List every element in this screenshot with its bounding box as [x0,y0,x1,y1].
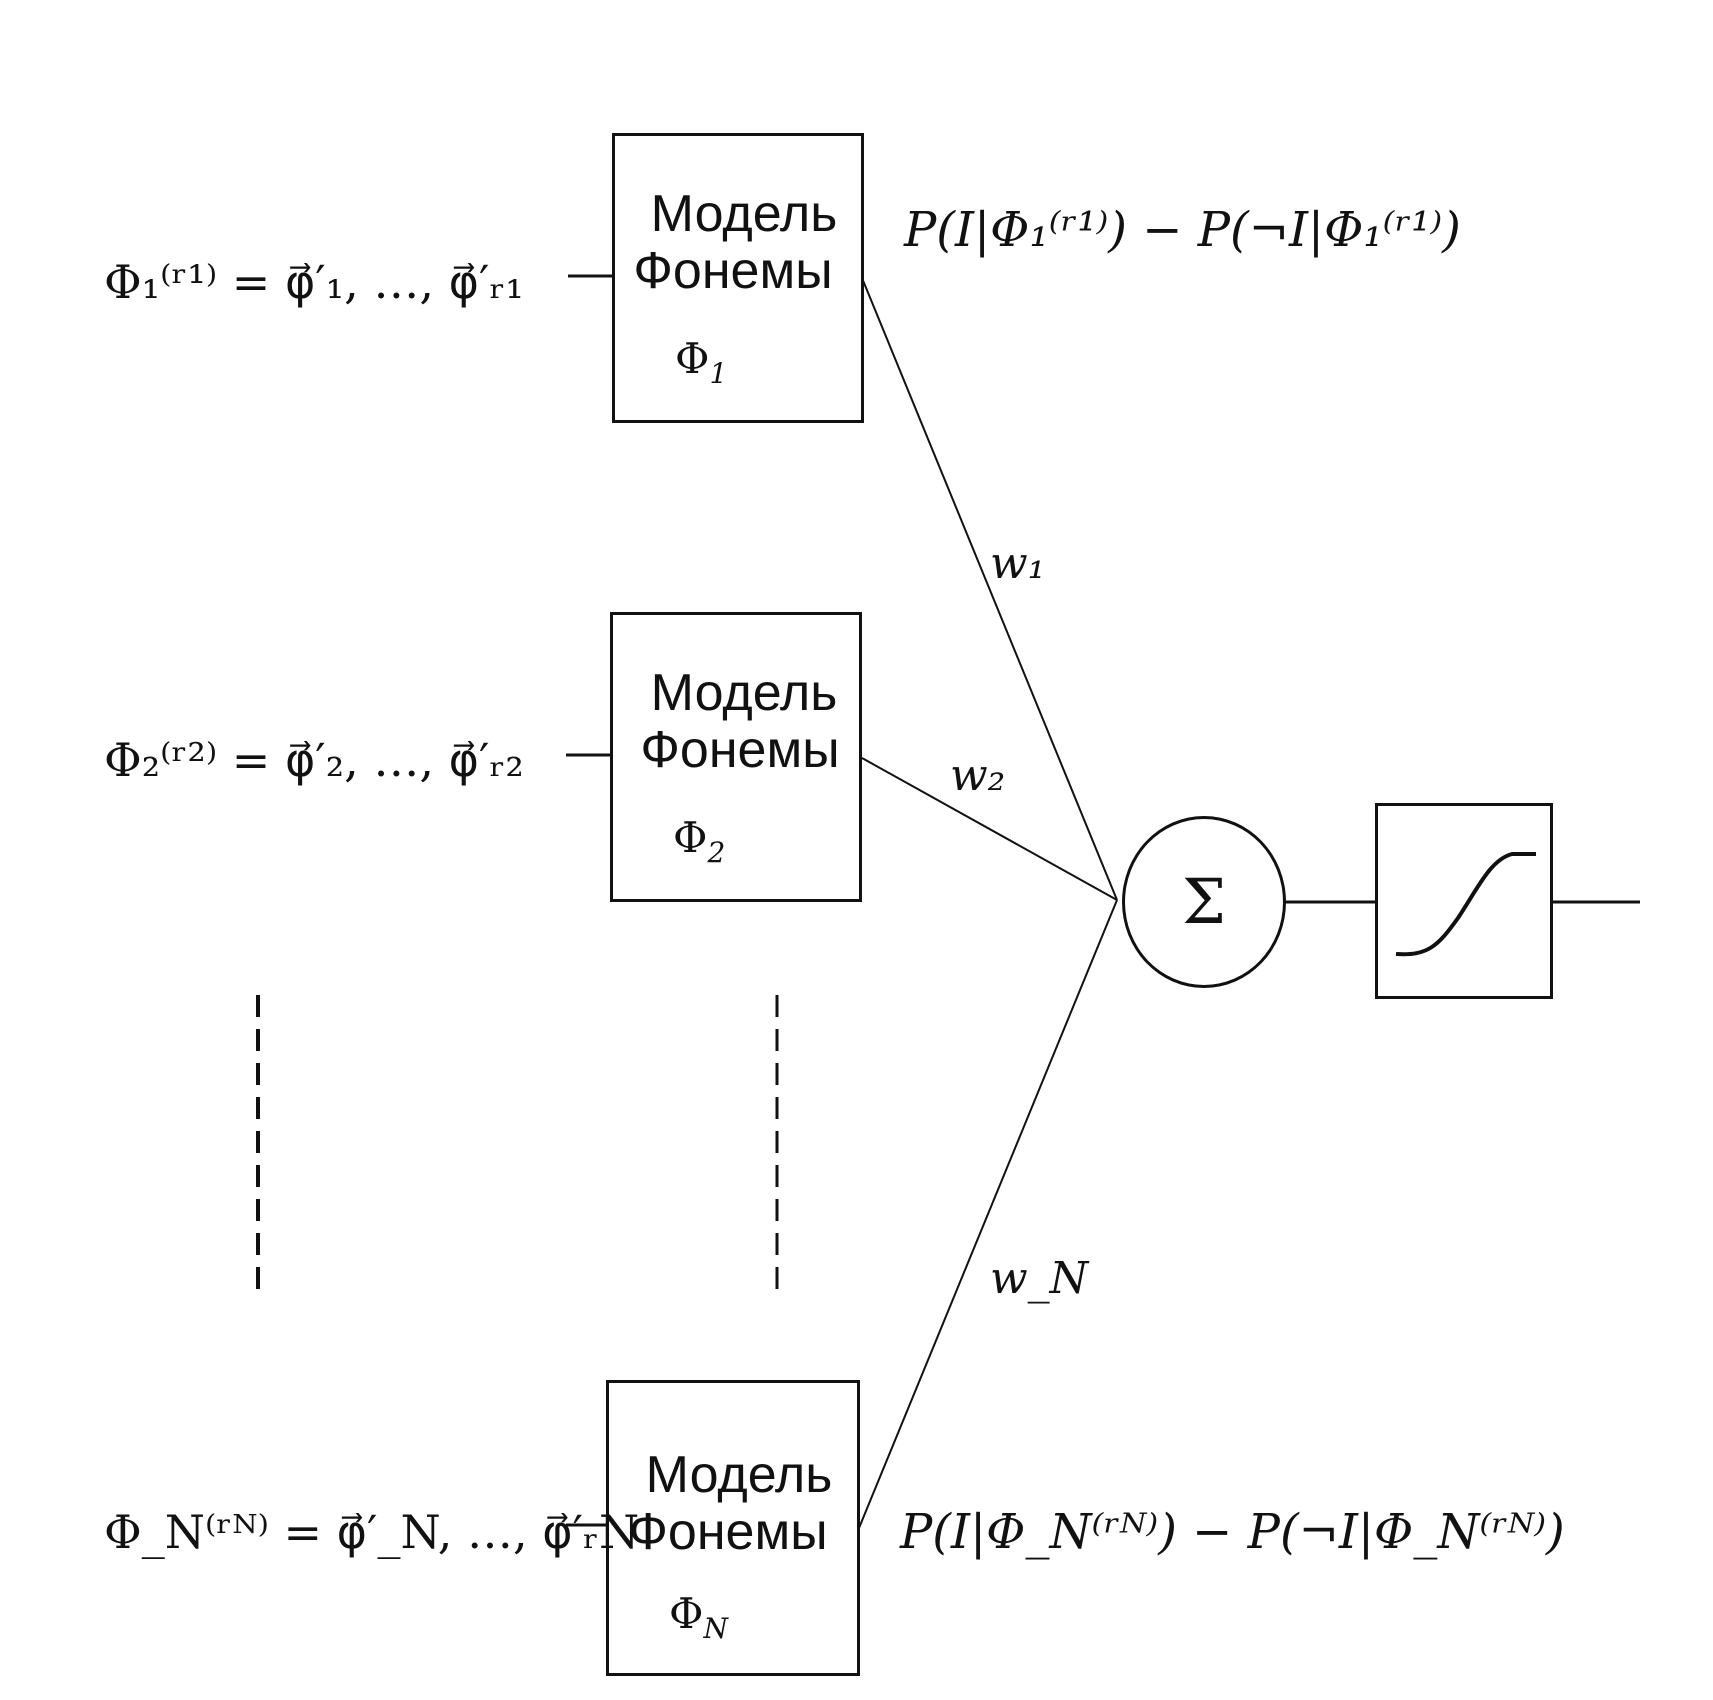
weight-label-n: w_N [990,1255,1088,1303]
input-sequence-2: Φ₂⁽ʳ²⁾ = φ⃗′₂, …, φ⃗′ᵣ₂ [104,730,524,790]
box-title-line1: Модель [609,1447,857,1503]
model-symbol-index-n: N [703,1612,728,1645]
box-title-line2: Фонемы [613,722,859,778]
phoneme-model-box-1: Модель Фонемы Φ1 [612,133,864,423]
box-title-line1: Модель [615,186,861,242]
activation-box [1375,803,1553,999]
sigmoid-curve-icon [1378,806,1550,996]
summation-node: Σ [1122,816,1286,988]
input-sequence-1: Φ₁⁽ʳ¹⁾ = φ⃗′₁, …, φ⃗′ᵣ₁ [104,252,524,312]
model-symbol-index-1: 1 [709,357,727,390]
box-title-line2: Фонемы [609,1504,857,1560]
model-symbol-n: ΦN [669,1591,728,1652]
phoneme-model-box-n: Модель Фонемы ΦN [606,1380,860,1676]
model-symbol-index-2: 2 [707,836,725,869]
sigma-symbol: Σ [1182,865,1226,938]
model-symbol-1: Φ1 [675,336,727,397]
model-symbol-2: Φ2 [673,815,725,876]
weight-edge-1 [862,278,1117,900]
weight-label-1: w₁ [990,540,1045,588]
box-title-line1: Модель [613,665,859,721]
weight-label-2: w₂ [950,752,1005,800]
input-sequence-n: Φ_N⁽ʳᴺ⁾ = φ⃗′_N, …, φ⃗′ᵣN [104,1502,639,1562]
box-title-line2: Фонемы [615,243,861,299]
output-probability-1: P(I|Φ₁⁽ʳ¹⁾) − P(¬I|Φ₁⁽ʳ¹⁾) [904,200,1461,260]
weight-edge-n [859,900,1117,1528]
phoneme-model-box-2: Модель Фонемы Φ2 [610,612,862,902]
output-probability-n: P(I|Φ_N⁽ʳᴺ⁾) − P(¬I|Φ_N⁽ʳᴺ⁾) [900,1502,1565,1562]
